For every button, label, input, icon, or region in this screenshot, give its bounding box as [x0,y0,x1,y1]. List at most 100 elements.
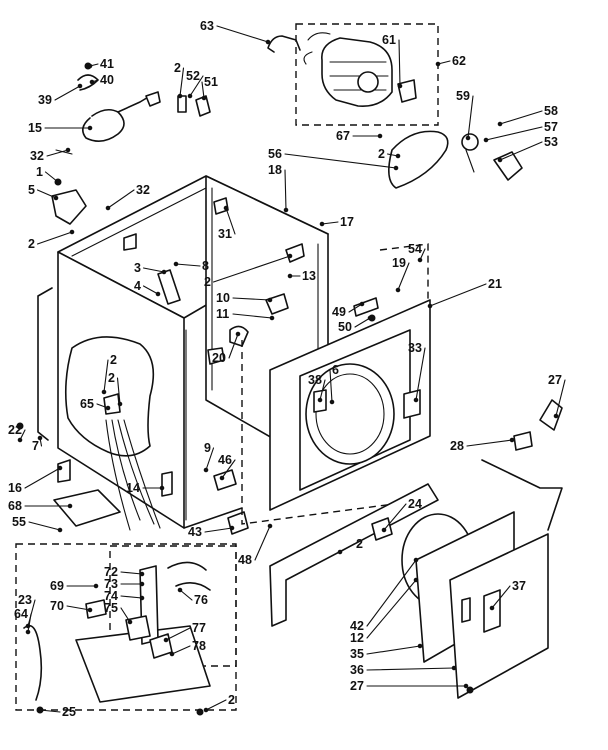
door-opening-6 [305,363,395,465]
callout-leader-tip [17,437,23,443]
callout-label: 17 [340,215,354,229]
part-20 [229,325,249,347]
screw-32 [55,149,73,155]
callout-leader-tip [169,651,175,657]
foot-16 [57,459,71,483]
callout-leader-tip [417,257,423,263]
callout-label: 15 [28,121,42,135]
callout-leader-line [466,439,513,447]
callout-leader-tip [417,643,423,649]
callout-leader-tip [161,269,167,275]
callout-leader-line [339,543,355,553]
callout-label: 74 [104,589,118,603]
callout-leader-line [499,141,543,161]
callout-label: 40 [100,73,114,87]
heater-group-outline [15,543,237,711]
callout-label: 27 [350,679,364,693]
callout-label: 61 [382,33,396,47]
motor-pulley [357,71,379,93]
callout-label: 56 [268,147,282,161]
motor-switch [397,79,417,103]
callout-leader-line [397,262,410,291]
callout-leader-tip [87,607,93,613]
callout-label: 10 [216,291,230,305]
wiring-harness-wires [105,419,161,531]
callout-leader-line [205,699,227,711]
callout-leader-tip [163,637,169,643]
callout-label: 16 [8,481,22,495]
callout-label: 4 [134,279,141,293]
callout-label: 23 [18,593,32,607]
callout-leader-tip [57,527,63,533]
callout-leader-line [221,459,236,479]
callout-leader-tip [219,475,225,481]
callout-leader-line [120,571,143,575]
plate-68 [53,489,121,527]
callout-leader-tip [93,583,99,589]
callout-label: 32 [30,149,44,163]
callout-leader-tip [497,157,503,163]
callout-leader-line [225,207,236,235]
callout-leader-tip [105,405,111,411]
callout-leader-tip [223,205,229,211]
callout-label: 31 [218,227,232,241]
callout-leader-line [36,231,73,245]
callout-leader-tip [229,525,235,531]
front-panel-top-outline [379,243,429,300]
callout-leader-line [232,313,273,319]
callout-leader-tip [101,389,107,395]
callout-leader-line [24,467,61,489]
part-49 [353,297,379,317]
callout-leader-line [354,317,371,328]
callout-leader-line [189,75,204,97]
door-assembly [401,399,563,699]
callout-label: 2 [28,237,35,251]
callout-leader-line [103,359,109,393]
part-70 [85,599,107,619]
callout-label: 59 [456,89,470,103]
callout-leader-line [555,379,566,417]
bracket-rear [207,347,225,365]
part-75 [125,615,151,641]
harness-clip-65 [103,393,121,415]
callout-label: 7 [32,439,39,453]
callout-label: 27 [548,373,562,387]
callout-leader-tip [267,523,273,529]
callout-leader-tip [37,435,43,441]
callout-leader-line [54,85,81,101]
callout-leader-tip [393,165,399,171]
cord-plug [145,91,161,107]
callout-leader-line [116,377,121,405]
callout-leader-line [499,110,543,125]
callout-leader-line [28,521,61,531]
callout-label: 37 [512,579,526,593]
bracket-31 [123,233,137,251]
callout-label: 35 [350,647,364,661]
callout-label: 9 [204,441,211,455]
callout-leader-tip [117,401,123,407]
heater-subgroup-outline [109,545,237,667]
screw-2-bottom [196,708,204,716]
callout-leader-tip [177,587,183,593]
callout-label: 2 [356,537,363,551]
callout-label: 36 [350,663,364,677]
callout-leader-tip [497,121,503,127]
door-hinge [461,597,471,623]
callout-leader-tip [287,253,293,259]
callout-label: 78 [192,639,206,653]
callout-label: 42 [350,619,364,633]
callout-leader-tip [155,291,161,297]
callout-label: 13 [302,269,316,283]
door-handle-37 [483,589,501,633]
callout-label: 51 [204,75,218,89]
callout-leader-tip [413,557,419,563]
callout-label: 2 [204,275,211,289]
callout-label: 14 [126,481,140,495]
callout-leader-line [27,613,32,633]
callout-label: 50 [338,320,352,334]
callout-leader-tip [87,63,93,69]
callout-leader-tip [337,549,343,555]
callout-leader-tip [89,79,95,85]
callout-label: 73 [104,577,118,591]
callout-labels: 63 61 62 41 40 39 2 52 51 15 32 1 5 32 5… [8,19,562,719]
